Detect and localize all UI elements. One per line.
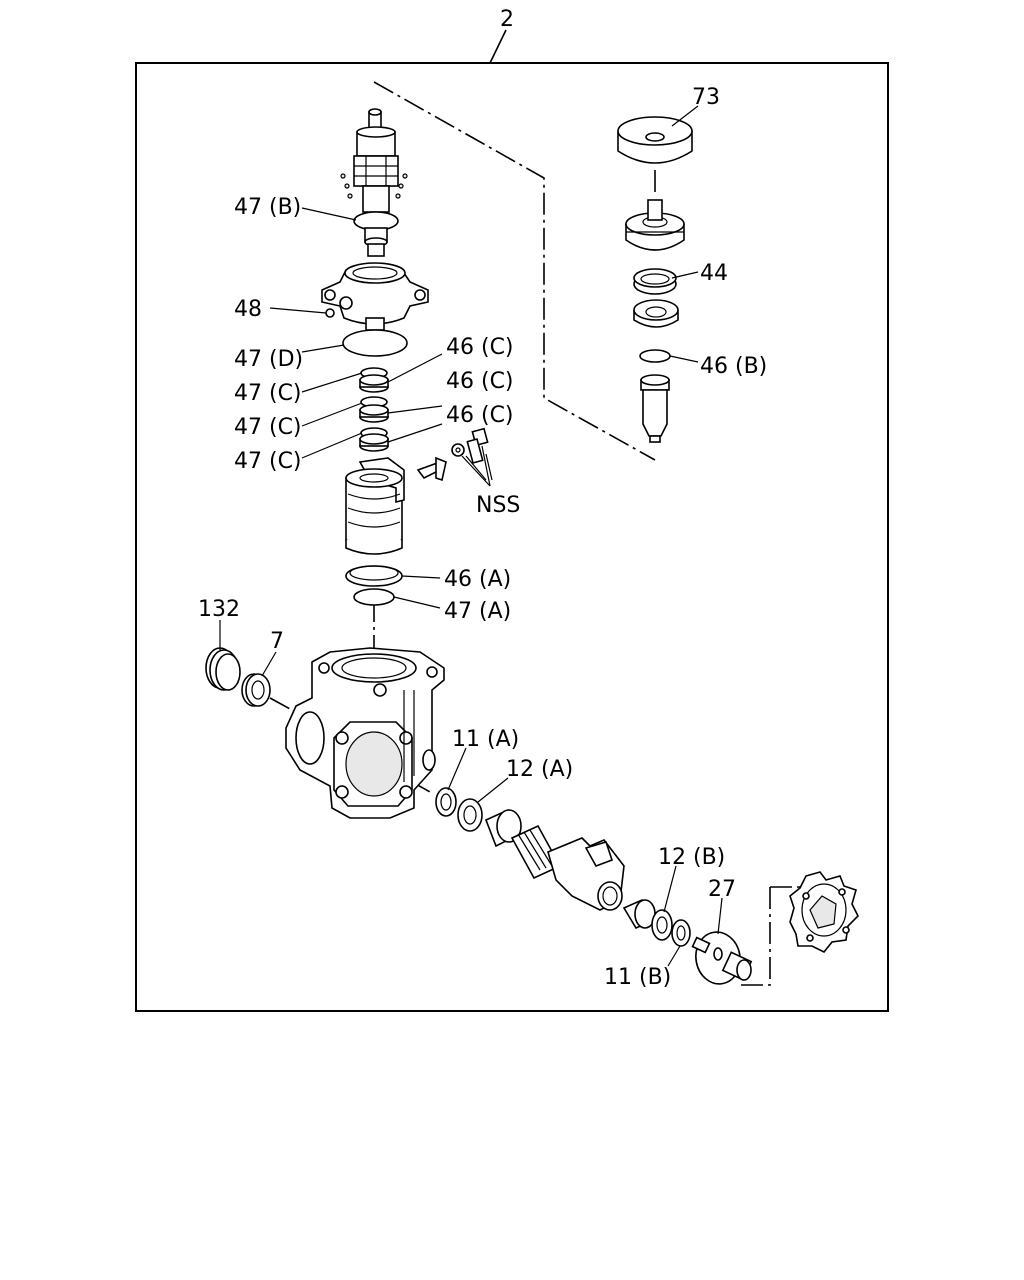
- callout-47d: 47 (D): [234, 347, 303, 372]
- callout-46b: 46 (B): [700, 354, 767, 379]
- valve-axis-line: [373, 81, 656, 461]
- adjuster-plug: [625, 199, 685, 251]
- callout-44: 44: [700, 261, 728, 286]
- callout-7: 7: [270, 629, 284, 654]
- callout-47c-3: 47 (C): [234, 449, 302, 474]
- part-73: [617, 116, 693, 164]
- part-12a: [457, 798, 483, 832]
- callout-46c-1: 46 (C): [446, 335, 514, 360]
- callout-12b: 12 (B): [658, 845, 725, 870]
- leader-lines: [219, 105, 723, 967]
- callout-12a: 12 (A): [506, 757, 573, 782]
- bearing: [633, 299, 679, 328]
- shaft-bearing: [622, 898, 656, 930]
- part-47a: [353, 588, 395, 606]
- part-7: [241, 673, 271, 707]
- callout-46a: 46 (A): [444, 567, 511, 592]
- part-46c-1: [359, 374, 389, 393]
- rack-piston: [345, 457, 405, 555]
- part-47d: [342, 329, 408, 357]
- part-48: [325, 308, 335, 318]
- callout-47a: 47 (A): [444, 599, 511, 624]
- part-11b: [671, 919, 691, 947]
- part-46a-inner: [349, 565, 399, 581]
- control-valve-assembly: [340, 108, 408, 257]
- gear-housing: [285, 647, 445, 819]
- part-11a: [435, 787, 457, 817]
- valve-housing: [321, 262, 429, 331]
- callout-46c-3: 46 (C): [446, 403, 514, 428]
- part-46c-3: [359, 433, 389, 452]
- callout-48: 48: [234, 297, 262, 322]
- assembly-number: 2: [500, 7, 514, 32]
- part-44: [633, 268, 677, 295]
- callout-11a: 11 (A): [452, 727, 519, 752]
- part-46c-2: [359, 404, 389, 423]
- callout-73: 73: [692, 85, 720, 110]
- part-132: [205, 647, 241, 691]
- callout-27: 27: [708, 877, 736, 902]
- part-12b: [651, 909, 673, 941]
- sector-shaft: [484, 808, 625, 911]
- adjusting-screw: [691, 936, 753, 981]
- callout-132: 132: [198, 597, 240, 622]
- valve-plug: [640, 374, 670, 443]
- sector-axis-line: [738, 887, 771, 986]
- callout-47c-1: 47 (C): [234, 381, 302, 406]
- part-7-axis: [269, 697, 293, 711]
- assembly-frame: [135, 62, 889, 1012]
- part-46b: [639, 349, 671, 363]
- nss-parts: [416, 427, 493, 482]
- callout-47c-2: 47 (C): [234, 415, 302, 440]
- callout-46c-2: 46 (C): [446, 369, 514, 394]
- callout-11b: 11 (B): [604, 965, 671, 990]
- callout-47b: 47 (B): [234, 195, 301, 220]
- callout-nss: NSS: [476, 493, 520, 518]
- side-cover: [789, 871, 859, 954]
- assembly-leader: [489, 29, 507, 64]
